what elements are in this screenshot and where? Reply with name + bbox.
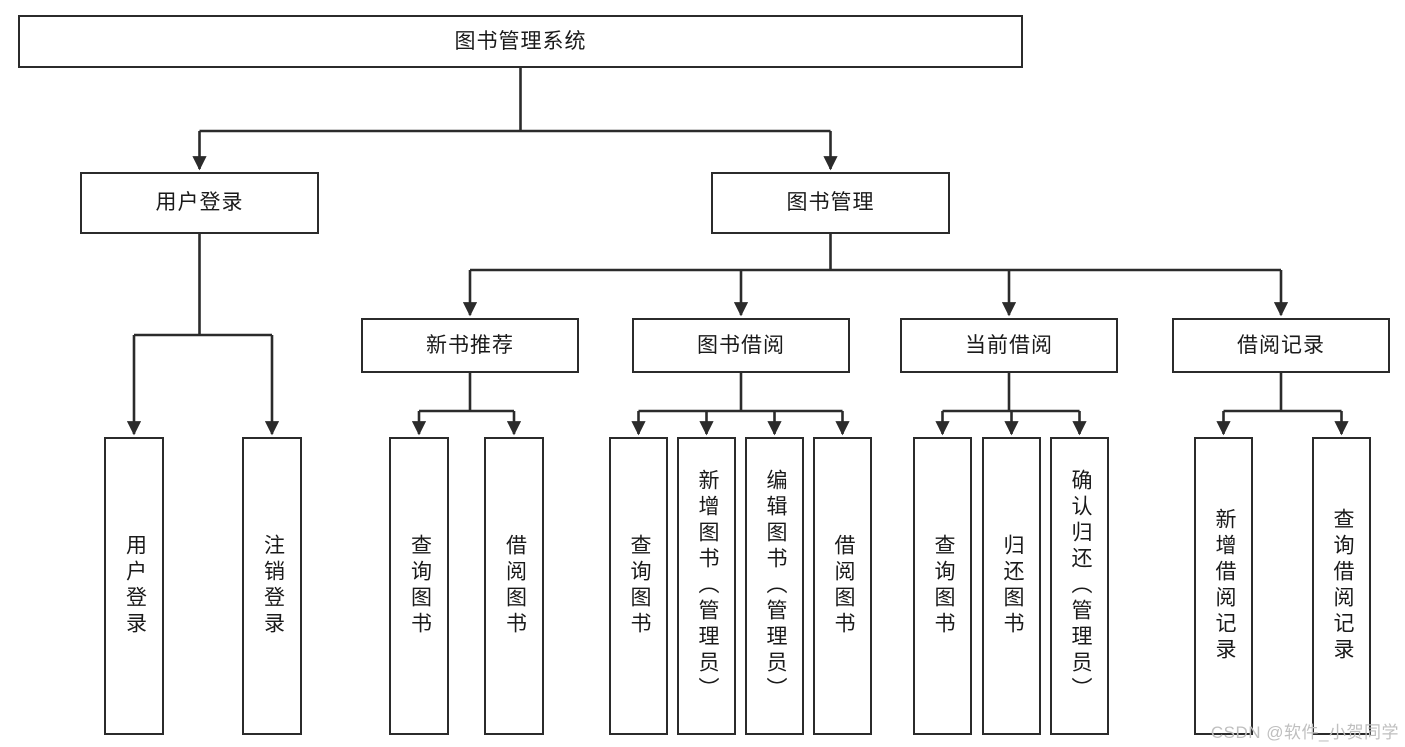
node-box[interactable]: 编辑图书（管理员）: [745, 437, 804, 735]
node-box[interactable]: 图书管理: [711, 172, 950, 234]
node-box[interactable]: 图书管理系统: [18, 15, 1023, 68]
node-box[interactable]: 查询借阅记录: [1312, 437, 1371, 735]
node-label: 图书管理系统: [454, 29, 587, 53]
node-box[interactable]: 新书推荐: [361, 318, 579, 373]
node-label: 查询图书: [627, 534, 651, 638]
node-label: 图书管理: [786, 191, 875, 215]
node-label: 新书推荐: [426, 333, 514, 357]
node-label: 借阅图书: [503, 534, 527, 638]
node-label: 新增图书（管理员）: [695, 469, 719, 703]
node-box[interactable]: 当前借阅: [900, 318, 1118, 373]
node-label: 借阅图书: [831, 534, 855, 638]
node-label: 图书借阅: [697, 333, 785, 357]
node-box[interactable]: 借阅记录: [1172, 318, 1390, 373]
node-label: 用户登录: [123, 534, 147, 638]
node-box[interactable]: 用户登录: [80, 172, 319, 234]
node-box[interactable]: 图书借阅: [632, 318, 850, 373]
node-label: 查询借阅记录: [1330, 508, 1354, 664]
node-box[interactable]: 归还图书: [982, 437, 1041, 735]
node-box[interactable]: 注销登录: [242, 437, 302, 735]
node-box[interactable]: 确认归还（管理员）: [1050, 437, 1109, 735]
node-box[interactable]: 新增图书（管理员）: [677, 437, 736, 735]
node-label: 查询图书: [931, 534, 955, 638]
node-box[interactable]: 查询图书: [389, 437, 449, 735]
node-box[interactable]: 查询图书: [913, 437, 972, 735]
node-label: 新增借阅记录: [1212, 508, 1236, 664]
node-box[interactable]: 新增借阅记录: [1194, 437, 1253, 735]
node-label: 借阅记录: [1237, 333, 1325, 357]
node-box[interactable]: 查询图书: [609, 437, 668, 735]
node-box[interactable]: 借阅图书: [484, 437, 544, 735]
node-label: 用户登录: [155, 191, 244, 215]
node-box[interactable]: 用户登录: [104, 437, 164, 735]
node-label: 确认归还（管理员）: [1068, 469, 1092, 703]
node-label: 查询图书: [408, 534, 432, 638]
node-label: 当前借阅: [965, 333, 1053, 357]
node-label: 编辑图书（管理员）: [763, 469, 787, 703]
node-label: 归还图书: [1000, 534, 1024, 638]
node-box[interactable]: 借阅图书: [813, 437, 872, 735]
node-label: 注销登录: [261, 534, 285, 638]
